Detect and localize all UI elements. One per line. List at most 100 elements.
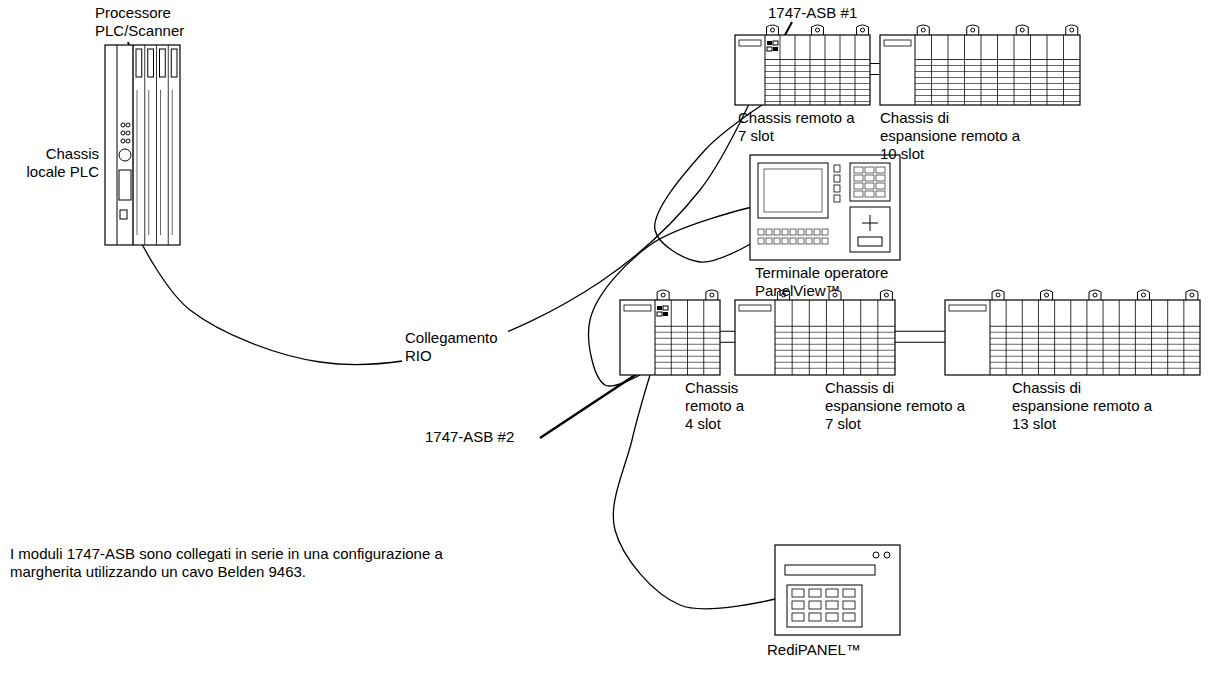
function-key xyxy=(782,229,788,235)
slot-divider xyxy=(792,300,793,375)
slot-divider xyxy=(1047,35,1048,105)
terminal-row xyxy=(655,338,720,339)
slot-divider xyxy=(855,35,856,105)
keypad-key xyxy=(865,191,874,197)
slot-divider xyxy=(809,300,810,375)
terminal-row xyxy=(990,356,1200,357)
slot-divider xyxy=(877,300,878,375)
chassis-node: Chassis remoto a 4 slot xyxy=(620,290,720,375)
function-key xyxy=(798,229,804,235)
terminal-row xyxy=(990,362,1200,363)
expansion-cable xyxy=(870,69,880,70)
module-line xyxy=(172,90,173,235)
status-led xyxy=(663,306,668,310)
terminal-row xyxy=(765,83,870,84)
slot-divider xyxy=(860,300,861,375)
slot-divider xyxy=(1022,300,1023,375)
module-handle xyxy=(148,49,154,77)
mounting-tab xyxy=(1016,25,1028,35)
mounting-hole xyxy=(996,293,1000,297)
slot-divider xyxy=(1006,300,1007,375)
redipanel-key xyxy=(809,601,821,609)
function-key xyxy=(806,238,812,244)
module-handle xyxy=(136,49,142,77)
node-label: Chassis di espansione remoto a 7 slot xyxy=(825,379,970,433)
mounting-tab xyxy=(1089,290,1101,300)
node-label: Chassis di espansione remoto a 13 slot xyxy=(1012,379,1162,433)
module-divider xyxy=(144,45,145,245)
slot-divider xyxy=(840,35,841,105)
keypad-key xyxy=(876,183,885,189)
mounting-tab xyxy=(992,290,1004,300)
terminal-row xyxy=(775,344,895,345)
slot-divider xyxy=(981,35,982,105)
node-illustration xyxy=(750,155,900,260)
slot-divider xyxy=(687,300,688,375)
power-supply-edge xyxy=(990,300,991,375)
mounting-hole xyxy=(782,293,786,297)
mounting-hole xyxy=(771,28,775,32)
redipanel-body xyxy=(775,545,900,635)
keypad-key xyxy=(865,175,874,181)
rio-cable xyxy=(589,208,750,386)
power-supply-label-area xyxy=(739,40,761,46)
function-key xyxy=(782,238,788,244)
terminal-row xyxy=(655,362,720,363)
side-key xyxy=(834,165,840,172)
indicator xyxy=(873,552,879,558)
mounting-hole xyxy=(861,28,865,32)
node-illustration xyxy=(620,290,720,375)
keypad-key xyxy=(854,183,863,189)
keypad-key xyxy=(854,167,863,173)
function-key xyxy=(822,238,828,244)
slot-divider xyxy=(703,300,704,375)
slot-divider xyxy=(1054,300,1055,375)
mounting-hole xyxy=(1141,293,1145,297)
keypad-key xyxy=(876,191,885,197)
terminal-row xyxy=(775,350,895,351)
function-key xyxy=(790,238,796,244)
module-divider xyxy=(133,45,134,245)
terminal-row xyxy=(775,338,895,339)
callout-label: 1747-ASB #2 xyxy=(425,428,535,446)
keypad-key xyxy=(876,175,885,181)
function-key xyxy=(822,229,828,235)
keypad-key xyxy=(876,167,885,173)
chassis-body xyxy=(735,300,895,375)
terminal-row xyxy=(655,356,720,357)
mounting-hole xyxy=(710,293,714,297)
module-line xyxy=(148,90,149,235)
slot-divider xyxy=(1038,300,1039,375)
note-text: I moduli 1747-ASB sono collegati in seri… xyxy=(10,545,470,581)
mounting-hole xyxy=(884,293,888,297)
enter-key xyxy=(858,237,882,246)
terminal-row xyxy=(655,368,720,369)
redipanel-key xyxy=(792,589,804,597)
chassis-node: Chassis di espansione remoto a 10 slot xyxy=(880,25,1080,105)
mounting-hole xyxy=(1020,28,1024,32)
power-supply-edge xyxy=(775,300,776,375)
power-supply-edge xyxy=(655,300,656,375)
power-supply-label-area xyxy=(624,305,651,311)
expansion-cable-outline xyxy=(720,331,735,343)
memory-door xyxy=(119,170,131,200)
chassis-body xyxy=(735,35,870,105)
mounting-hole xyxy=(816,28,820,32)
terminal-row xyxy=(915,95,1080,96)
redipanel-keypad xyxy=(787,585,862,627)
slot-divider xyxy=(948,35,949,105)
mounting-tab xyxy=(1041,290,1053,300)
status-led xyxy=(121,123,125,127)
redipanel-key xyxy=(843,613,855,621)
expansion-cable-outline xyxy=(895,331,945,343)
expansion-cable-fill xyxy=(720,332,735,342)
terminal-row xyxy=(775,368,895,369)
redipanel-display xyxy=(785,565,875,575)
terminal-row xyxy=(765,59,870,60)
terminal-row xyxy=(775,362,895,363)
keypad-key xyxy=(865,183,874,189)
node-label: Chassis di espansione remoto a 10 slot xyxy=(880,109,1030,163)
function-key xyxy=(798,238,804,244)
mounting-tab xyxy=(880,290,892,300)
